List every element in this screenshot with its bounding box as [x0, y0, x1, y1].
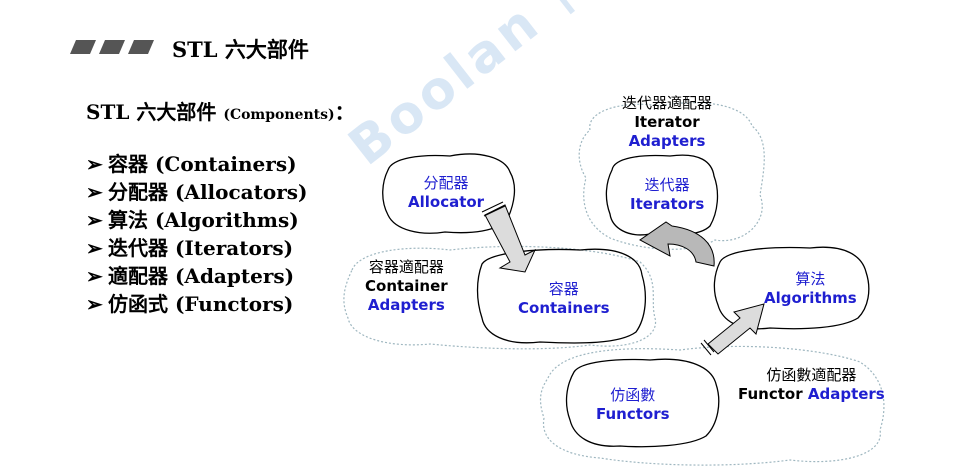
section-heading: STL 六大部件 (Components)： — [86, 96, 355, 125]
page-title: STL 六大部件 — [172, 37, 309, 62]
bullet-arrow-icon: ➢ — [86, 208, 103, 232]
functor-adapters-cloud — [539, 345, 885, 466]
list-item: ➢容器 (Containers) — [86, 152, 297, 176]
list-item: ➢適配器 (Adapters) — [86, 264, 295, 288]
section-heading-colon: ： — [334, 100, 355, 124]
allocator-label: 分配器 Allocator — [408, 174, 485, 211]
algorithms-label: 算法 Algorithms — [764, 270, 857, 307]
bullet-arrow-icon: ➢ — [86, 180, 103, 204]
container-adapters-label: 容器適配器 Container Adapters — [365, 258, 448, 314]
functors-box — [565, 358, 720, 448]
container-adapters-cloud — [343, 245, 657, 350]
containers-box — [476, 248, 647, 344]
list-item: ➢算法 (Algorithms) — [86, 208, 299, 232]
header-bars-icon — [70, 40, 154, 54]
components-list: ➢容器 (Containers) ➢分配器 (Allocators) ➢算法 (… — [86, 150, 307, 318]
section-heading-main: STL 六大部件 — [86, 100, 217, 124]
iterator-adapters-cloud — [578, 102, 765, 250]
bullet-arrow-icon: ➢ — [86, 152, 103, 176]
iterators-to-containers-curved-arrow — [639, 221, 715, 267]
containers-label: 容器 Containers — [518, 280, 610, 317]
algorithms-box — [713, 246, 870, 330]
section-heading-components: (Components) — [223, 107, 335, 123]
iterators-label: 迭代器 Iterators — [630, 176, 705, 213]
list-item: ➢迭代器 (Iterators) — [86, 236, 294, 260]
functors-label: 仿函數 Functors — [596, 386, 670, 423]
list-item: ➢分配器 (Allocators) — [86, 180, 308, 204]
iterator-adapters-label: 迭代器適配器 Iterator Adapters — [622, 94, 713, 150]
functors-to-algorithms-arrow — [700, 303, 765, 356]
iterators-box — [605, 154, 719, 236]
allocator-to-containers-arrow — [481, 201, 537, 273]
bullet-arrow-icon: ➢ — [86, 236, 103, 260]
list-item: ➢仿函式 (Functors) — [86, 292, 294, 316]
functor-adapters-label: 仿函數適配器 Functor Adapters — [738, 366, 885, 403]
bullet-arrow-icon: ➢ — [86, 292, 103, 316]
bullet-arrow-icon: ➢ — [86, 264, 103, 288]
